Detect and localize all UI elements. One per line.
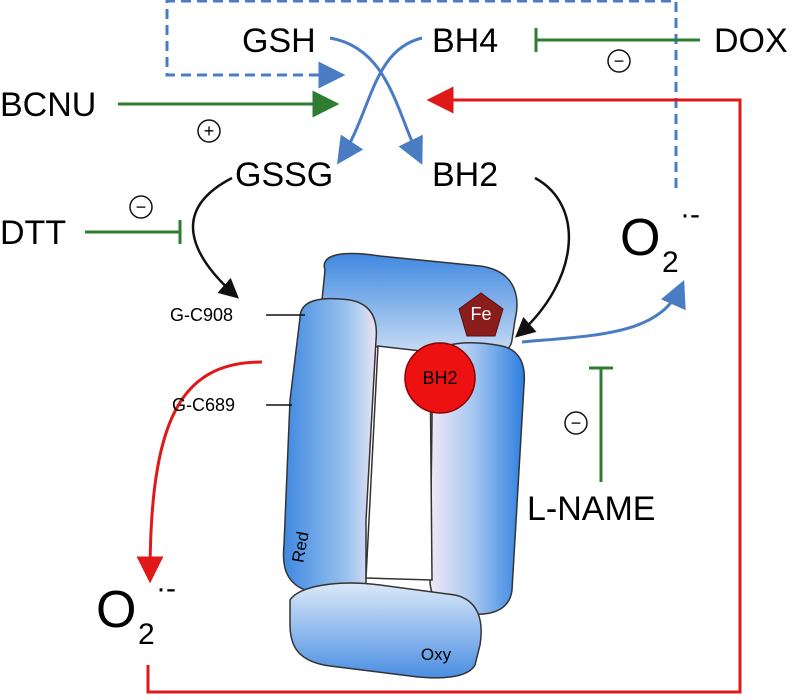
- svg-text:·-: ·-: [156, 572, 176, 605]
- enzyme-to-superoxide-arrow: [521, 280, 686, 344]
- superoxide-right: O 2 ·-: [620, 198, 700, 279]
- svg-text:·-: ·-: [680, 198, 700, 231]
- dtt-label: DTT: [0, 214, 66, 252]
- bh2-label: BH2: [432, 156, 498, 194]
- gssg-label: GSSG: [235, 156, 333, 194]
- svg-text:O: O: [620, 209, 660, 267]
- svg-text:−: −: [571, 413, 582, 433]
- bh2-binding-arrow: [515, 176, 571, 338]
- svg-text:−: −: [136, 197, 147, 217]
- bound-bh2-label: BH2: [422, 368, 457, 388]
- dtt-minus-sign: −: [129, 195, 153, 219]
- c908-residue-label: G-C908: [170, 305, 233, 325]
- enzyme-cavity: [365, 345, 433, 581]
- uncoupling-return-line: [146, 86, 742, 694]
- svg-text:−: −: [614, 51, 625, 71]
- gssg-glutathionylation-arrow: [191, 176, 239, 299]
- svg-text:+: +: [204, 121, 215, 141]
- heme-iron-pentagon: [458, 292, 504, 337]
- dox-label: DOX: [714, 22, 788, 60]
- c689-residue-label: G-C689: [172, 395, 235, 415]
- bh4-label: BH4: [432, 22, 498, 60]
- lname-minus-sign: −: [564, 411, 588, 435]
- fe-label: Fe: [470, 304, 491, 324]
- enzyme-to-left-superoxide-arrow: [136, 360, 263, 584]
- oxy-domain-label: Oxy: [421, 645, 452, 664]
- dox-minus-sign: −: [607, 49, 631, 73]
- bound-bh2-circle: [404, 342, 476, 414]
- svg-text:2: 2: [662, 246, 679, 279]
- superoxide-feedback-dashed-line: [165, 0, 678, 188]
- bcnu-plus-sign: +: [197, 119, 221, 143]
- bcnu-label: BCNU: [0, 86, 96, 124]
- gsh-to-bh2-arrow: [329, 36, 423, 165]
- bh4-to-gssg-arrow: [337, 36, 423, 165]
- l-name-label: L-NAME: [527, 490, 655, 528]
- enzyme-oxygenase-domain: [289, 582, 482, 679]
- svg-text:2: 2: [138, 618, 155, 651]
- svg-text:O: O: [96, 581, 136, 639]
- superoxide-left: O 2 ·-: [96, 572, 176, 651]
- gsh-label: GSH: [242, 22, 316, 60]
